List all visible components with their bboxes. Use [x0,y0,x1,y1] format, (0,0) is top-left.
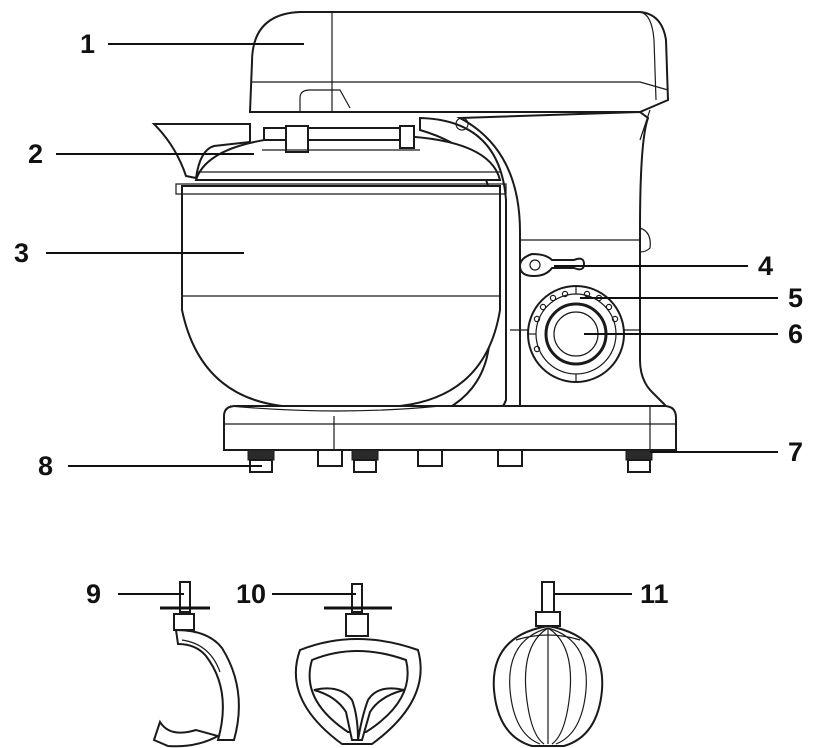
callout-1: 1 [80,29,95,59]
callout-labels: 1 2 3 4 5 6 7 8 9 10 11 [14,29,803,609]
callout-5: 5 [788,283,803,313]
callout-6: 6 [788,319,803,349]
callout-8: 8 [38,451,53,481]
head-release-lever [518,252,586,278]
dough-hook [152,581,240,748]
wire-whisk [492,581,604,747]
mixer-base [223,405,677,473]
callout-11: 11 [640,579,669,609]
callout-7: 7 [788,437,803,467]
mixer-head [248,11,670,113]
callout-10: 10 [236,579,266,609]
callout-4: 4 [758,251,773,281]
callout-3: 3 [14,238,29,268]
callout-9: 9 [86,579,101,609]
callout-2: 2 [28,139,43,169]
flat-beater [294,583,422,745]
mixing-bowl [175,183,507,412]
splash-guard [151,123,502,181]
leader-lines [46,43,778,595]
